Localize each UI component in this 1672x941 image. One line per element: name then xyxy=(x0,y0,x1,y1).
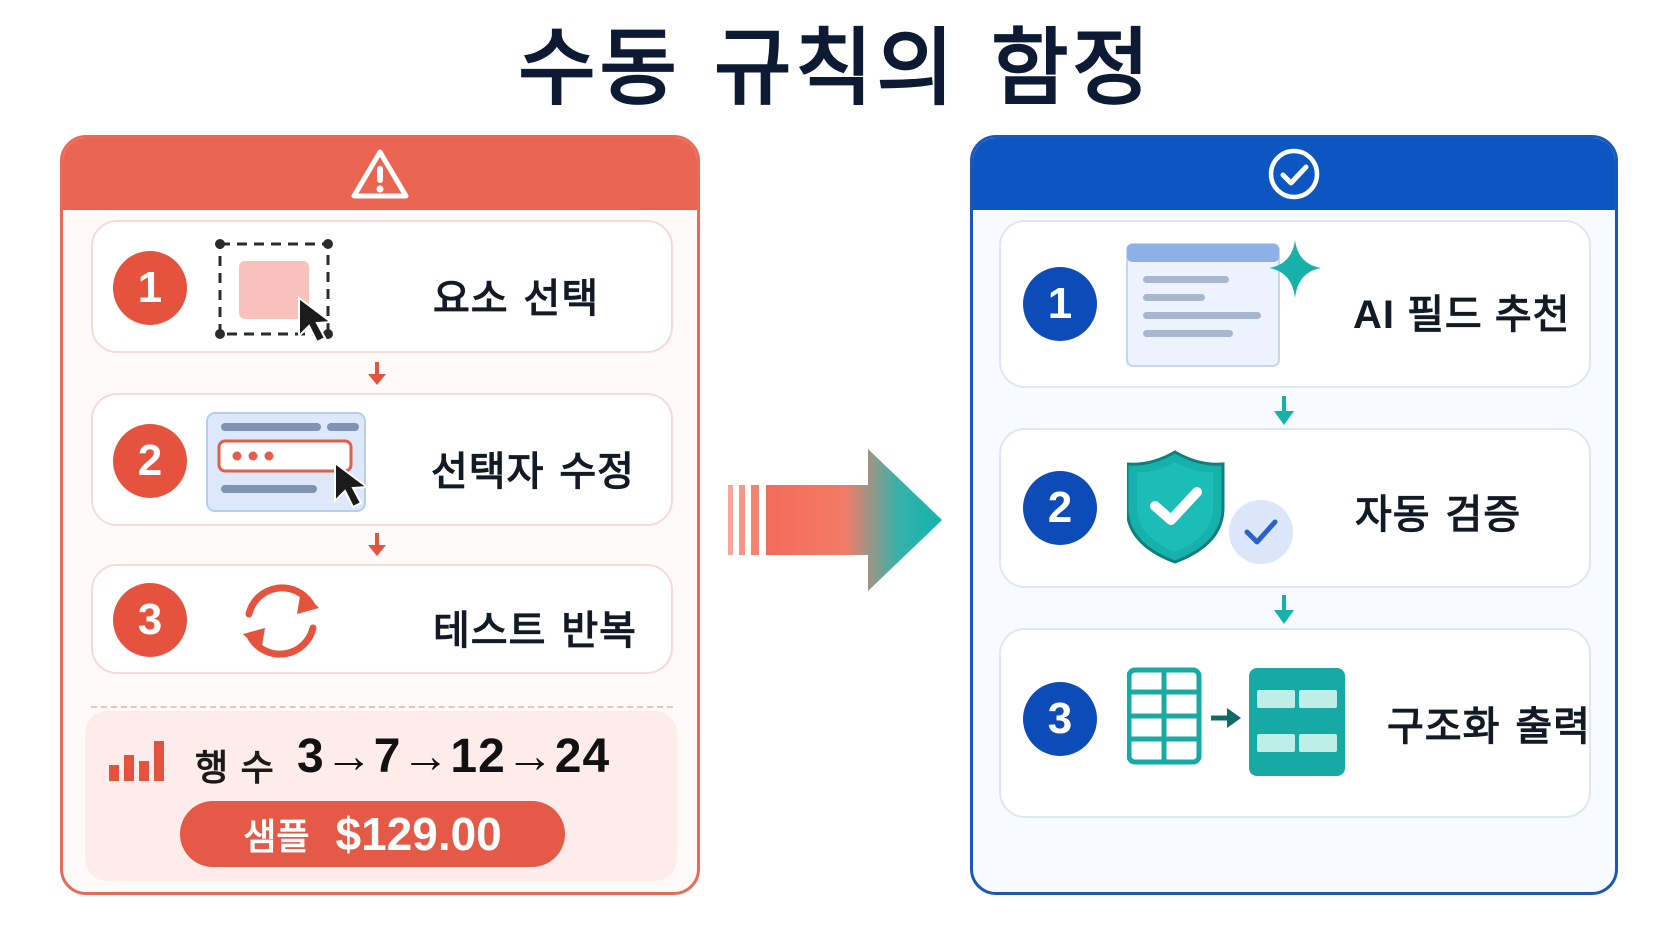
step-label: AI 필드 추천 xyxy=(1353,293,1571,337)
ai-document-sparkle-icon xyxy=(1126,240,1321,367)
step-label: 자동 검증 xyxy=(1355,492,1522,538)
edit-selector-input-icon xyxy=(206,412,370,512)
step-label: 선택자 수정 xyxy=(431,449,635,495)
step-number-badge: 1 xyxy=(1023,267,1097,341)
table-structure-icon xyxy=(1127,667,1345,776)
manual-step-1-card: 1 요소 선택 xyxy=(91,220,673,353)
down-arrow-icon xyxy=(1274,595,1294,624)
rows-sample-stats: 행 수 3→7→12→24 샘플 $129.00 xyxy=(85,711,677,881)
step-label: 요소 선택 xyxy=(433,276,600,322)
rows-count-sequence: 3→7→12→24 xyxy=(297,730,611,783)
sample-price-badge: 샘플 $129.00 xyxy=(180,801,565,867)
step-label: 구조화 출력 xyxy=(1387,704,1591,750)
down-arrow-icon xyxy=(368,362,386,385)
rows-count-label: 행 수 xyxy=(195,748,274,789)
manual-rules-panel: 1 요소 선택 2 선택자 수정 3 xyxy=(60,135,700,895)
transition-arrow-icon xyxy=(728,449,942,591)
shield-check-icon xyxy=(1127,450,1293,564)
ai-panel-header xyxy=(973,138,1615,210)
manual-step-3-card: 3 테스트 반복 xyxy=(91,564,673,674)
select-element-cursor-icon xyxy=(215,239,334,344)
step-number-badge: 3 xyxy=(113,583,187,657)
page-title: 수동 규칙의 함정 xyxy=(518,19,1154,117)
ai-step-1-card: 1 AI 필드 추천 xyxy=(999,220,1591,388)
step-number-badge: 3 xyxy=(1023,682,1097,756)
step-label: 테스트 반복 xyxy=(433,608,637,654)
warning-triangle-icon xyxy=(351,149,409,199)
sample-price: $129.00 xyxy=(335,808,502,860)
manual-panel-header xyxy=(63,138,697,210)
dashed-divider xyxy=(91,706,673,708)
down-arrow-icon xyxy=(368,533,386,556)
sample-label: 샘플 xyxy=(243,817,310,858)
check-circle-icon xyxy=(1268,148,1320,200)
bar-chart-icon xyxy=(109,741,164,781)
ai-step-2-card: 2 자동 검증 xyxy=(999,428,1591,588)
step-number-badge: 1 xyxy=(113,251,187,325)
ai-extraction-panel: 1 AI 필드 추천 2 자동 검증 3 xyxy=(970,135,1618,895)
down-arrow-icon xyxy=(1274,396,1294,425)
ai-step-3-card: 3 구조화 출력 xyxy=(999,628,1591,818)
repeat-refresh-icon xyxy=(243,584,319,658)
step-number-badge: 2 xyxy=(113,424,187,498)
manual-step-2-card: 2 선택자 수정 xyxy=(91,393,673,526)
step-number-badge: 2 xyxy=(1023,471,1097,545)
